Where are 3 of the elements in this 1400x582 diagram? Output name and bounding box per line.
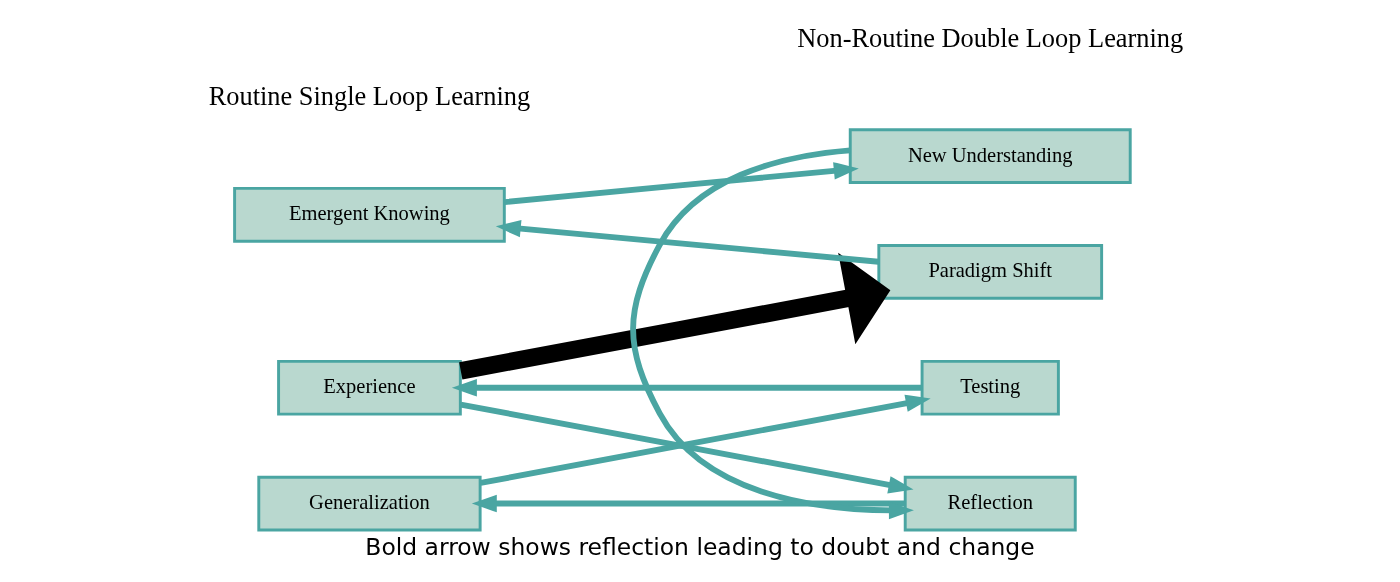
- caption: Bold arrow shows reflection leading to doubt and change: [365, 532, 1035, 561]
- label: Routine Single Loop Learning: [208, 81, 531, 112]
- label: Non-Routine Double Loop Learning: [797, 22, 1184, 53]
